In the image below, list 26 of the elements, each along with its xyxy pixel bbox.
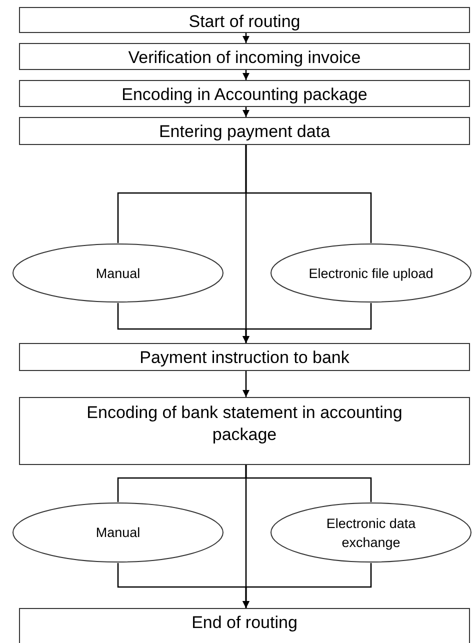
connector-line xyxy=(242,371,250,397)
step-label: Encoding in Accounting package xyxy=(122,84,368,106)
connector-line xyxy=(245,145,372,243)
step-label: Encoding of bank statement in accounting package xyxy=(86,402,404,446)
step-box xyxy=(19,608,470,643)
step-label: Entering payment data xyxy=(158,121,330,143)
step-label: End of routing xyxy=(192,612,298,634)
step-label: Start of routing xyxy=(188,11,300,33)
connector-line xyxy=(245,465,372,502)
connector-line xyxy=(242,563,372,608)
step-box xyxy=(19,43,470,70)
step-box xyxy=(19,343,470,371)
connector-line xyxy=(242,70,250,80)
option-label: Manual xyxy=(96,524,140,542)
option-label: Electronic data exchange xyxy=(325,514,417,552)
step-box xyxy=(19,117,470,145)
connector-line xyxy=(242,303,372,343)
option-label: Electronic file upload xyxy=(308,264,434,282)
connector-line xyxy=(242,33,250,43)
connector-line xyxy=(242,107,250,117)
step-label: Payment instruction to bank xyxy=(140,347,350,369)
step-box xyxy=(19,7,470,33)
step-label: Verification of incoming invoice xyxy=(128,47,361,69)
option-label: Manual xyxy=(96,264,140,282)
step-box xyxy=(19,80,470,107)
step-box xyxy=(19,397,470,465)
